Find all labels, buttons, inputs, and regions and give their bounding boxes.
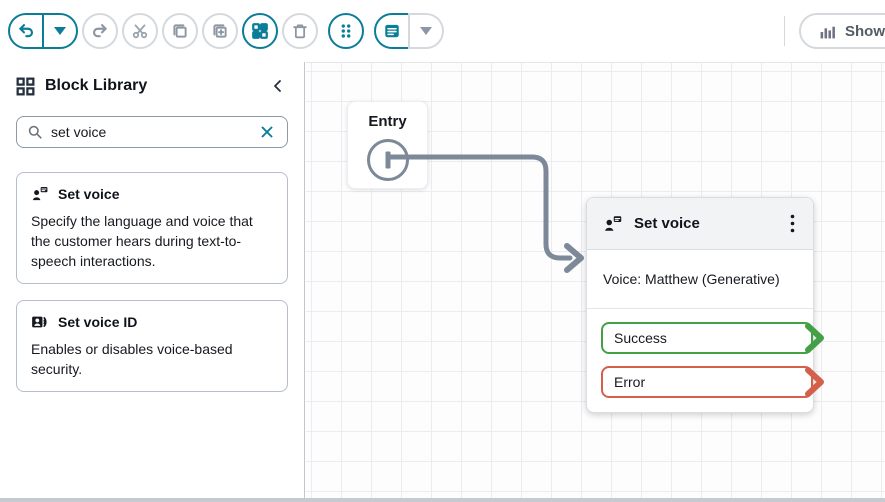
undo-split-button [8, 13, 78, 49]
block-card-title-row: Set voice [31, 185, 273, 203]
flow-canvas[interactable]: Entry Set voice Voice: Matthew (Generati… [306, 62, 885, 498]
toolbar-right-group: Show M [784, 0, 885, 62]
cut-icon [132, 24, 148, 39]
block-search-input[interactable] [51, 124, 249, 140]
blocks-button[interactable] [242, 13, 278, 49]
redo-button[interactable] [82, 13, 118, 49]
trash-button[interactable] [282, 13, 318, 49]
toolbar: Show M [0, 0, 885, 62]
node-menu-button[interactable] [784, 210, 801, 237]
entry-node-label: Entry [368, 113, 407, 130]
toolbar-divider [784, 16, 785, 46]
kebab-menu-icon [790, 214, 795, 233]
show-metrics-button[interactable]: Show M [799, 13, 885, 49]
undo-menu-caret-icon [54, 27, 66, 35]
branch-success[interactable]: Success [601, 322, 824, 354]
annotation-menu-button[interactable] [408, 13, 444, 49]
clear-search-button[interactable] [257, 122, 277, 142]
drag-handle-icon [341, 24, 351, 38]
annotation-split-button [374, 13, 444, 49]
drag-handle-button[interactable] [328, 13, 364, 49]
search-icon [28, 125, 42, 139]
close-icon [261, 126, 273, 138]
set-voice-node[interactable]: Set voice Voice: Matthew (Generative) Su… [586, 197, 824, 413]
undo-icon [19, 24, 34, 38]
trash-icon [293, 24, 307, 39]
connector-arrowhead [564, 243, 584, 273]
branch-success-label: Success [614, 330, 667, 346]
block-search-box [16, 116, 288, 148]
block-card-set-voice-id[interactable]: Set voice ID Enables or disables voice-b… [16, 300, 288, 393]
person-chat-icon [32, 187, 48, 201]
block-library-panel: Block Library Set voice [0, 62, 305, 498]
horizontal-scrollbar[interactable] [0, 498, 885, 502]
set-voice-node-header: Set voice [587, 198, 813, 250]
set-voice-node-branches: Success Error [587, 309, 824, 412]
block-library-icon [16, 77, 35, 95]
blocks-icon [252, 23, 268, 39]
block-card-title: Set voice ID [58, 314, 138, 331]
person-chat-icon [605, 215, 622, 231]
paste-button[interactable] [202, 13, 238, 49]
cut-button[interactable] [122, 13, 158, 49]
set-voice-node-title: Set voice [634, 215, 700, 232]
annotation-icon [385, 24, 399, 38]
collapse-panel-button[interactable] [268, 76, 288, 96]
show-metrics-label: Show M [845, 22, 885, 40]
block-card-description: Enables or disables voice-based security… [31, 341, 233, 378]
copy-icon [173, 24, 187, 38]
block-library-title: Block Library [45, 77, 148, 94]
paste-icon [213, 24, 227, 38]
undo-button[interactable] [8, 13, 44, 49]
annotation-menu-caret-icon [420, 27, 432, 35]
block-card-set-voice[interactable]: Set voice Specify the language and voice… [16, 172, 288, 285]
entry-node[interactable]: Entry [347, 101, 428, 189]
block-card-title: Set voice [58, 186, 120, 202]
branch-error-arrow-icon[interactable] [804, 366, 826, 398]
undo-menu-button[interactable] [42, 13, 78, 49]
entry-port-bar [385, 151, 390, 169]
block-card-description: Specify the language and voice that the … [31, 213, 253, 270]
copy-button[interactable] [162, 13, 198, 49]
branch-error[interactable]: Error [601, 366, 824, 398]
chevron-left-icon [274, 80, 281, 92]
branch-error-label: Error [614, 374, 646, 390]
annotation-button[interactable] [374, 13, 410, 49]
set-voice-node-detail: Voice: Matthew (Generative) [587, 250, 813, 309]
block-library-header: Block Library [16, 76, 288, 96]
entry-port-icon[interactable] [366, 139, 409, 181]
branch-success-arrow-icon[interactable] [804, 322, 826, 354]
voice-id-badge-icon [32, 316, 47, 328]
toolbar-left-group [8, 13, 444, 49]
redo-icon [92, 24, 107, 38]
bar-chart-icon [820, 26, 835, 38]
block-card-title-row: Set voice ID [31, 313, 273, 331]
